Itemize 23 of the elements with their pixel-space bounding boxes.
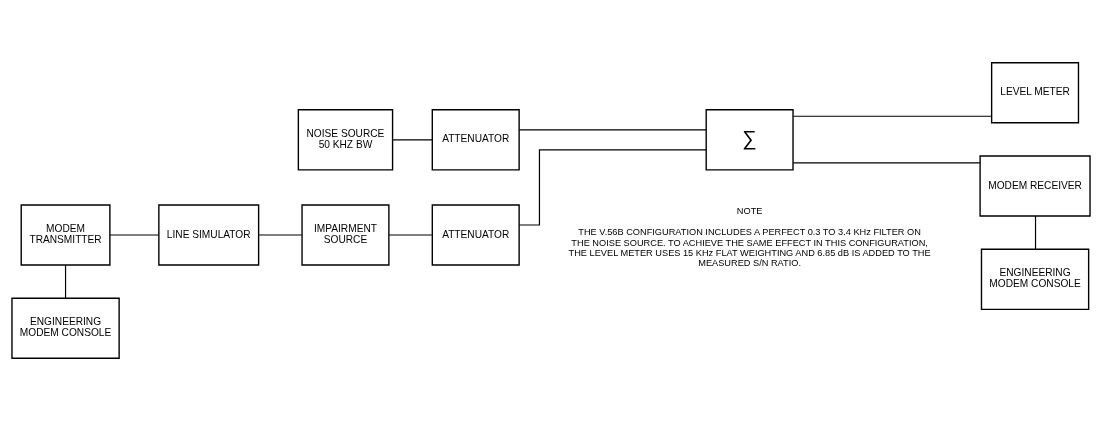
node-box: IMPAIRMENT SOURCE bbox=[301, 204, 390, 266]
label: THE V.56B CONFIGURATION INCLUDES A PERFECT 0.3 TO 3.4 KHz FILTER ON THE NOISE SOURCE. TO ACHIEVE THE SAME EFFECT IN THIS CONFIGURATION, THE LEVEL METER USES 15 KHz FLAT WEIGHTING AND 6.85 dB IS ADDED TO THE MEASURED S/N RATIO. bbox=[568, 227, 931, 268]
node-box: MODEM RECEIVER bbox=[979, 155, 1091, 217]
label: NOTE bbox=[736, 206, 763, 217]
node-box: NOISE SOURCE 50 KHZ BW bbox=[297, 109, 394, 171]
connector bbox=[64, 264, 67, 299]
node-box: ATTENUATOR bbox=[431, 204, 520, 266]
connector bbox=[392, 139, 433, 141]
connector bbox=[518, 129, 707, 131]
node-box: LEVEL METER bbox=[990, 62, 1080, 124]
connector bbox=[258, 234, 303, 236]
node-box: MODEM TRANSMITTER bbox=[20, 204, 111, 266]
node-box: ENGINEERING MODEM CONSOLE bbox=[11, 297, 120, 359]
connector bbox=[1034, 215, 1037, 250]
connector bbox=[518, 149, 707, 226]
connector bbox=[109, 234, 160, 236]
node-box: LINE SIMULATOR bbox=[158, 204, 260, 266]
connector bbox=[792, 115, 993, 117]
connector bbox=[388, 234, 433, 236]
node-box: ENGINEERING MODEM CONSOLE bbox=[980, 248, 1090, 311]
node-box: ATTENUATOR bbox=[431, 109, 520, 171]
node-box: ∑ bbox=[705, 109, 794, 171]
connector bbox=[792, 162, 981, 164]
